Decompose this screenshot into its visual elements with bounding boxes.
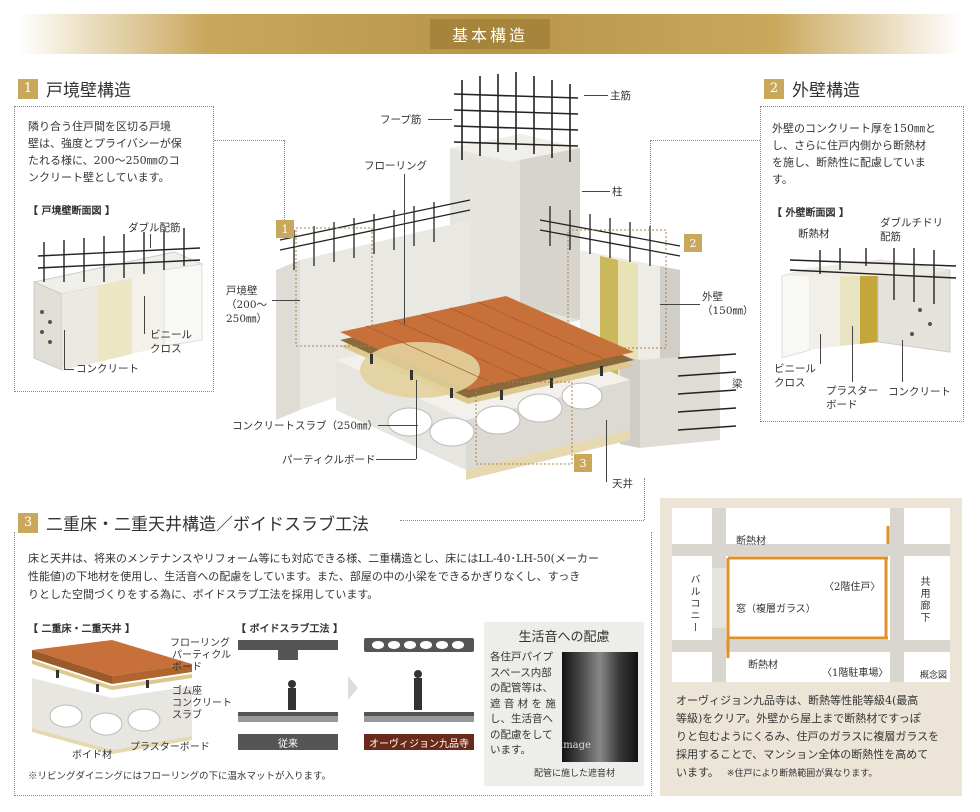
banner-title: 基本構造 — [430, 19, 550, 49]
party-wall-section-diagram — [32, 228, 204, 371]
section-3-note: ※リビングダイニングにはフローリングの下に温水マットが入ります。 — [28, 771, 332, 782]
section-2-number: 2 — [764, 78, 784, 99]
section-2-text: 外壁のコンクリート厚を150㎜とし、さらに住戸内側から断熱材 を施し、断熱性に配… — [772, 122, 936, 186]
label-particle-board: パーティクルボード — [282, 454, 376, 466]
insulation-text: オーヴィジョン九品寺は、断熱等性能等級4(最高等級)をクリア。外壁から屋上まで断… — [676, 694, 940, 779]
label-ins-1f: 〈1階駐車場〉 — [822, 668, 889, 679]
double-floor-diagram — [32, 640, 192, 754]
insulation-note: ※住戸により断熱範囲が異なります。 — [726, 769, 878, 779]
connector-1-v — [284, 140, 285, 220]
label-ins-balcony: バルコニー — [688, 574, 699, 634]
label-ins-concept: 概念図 — [920, 671, 948, 681]
connector-2-v — [650, 140, 651, 234]
section-3-text: 床と天井は、将来のメンテナンスやリフォーム等にも対応できる様、二重構造とし、床に… — [28, 552, 599, 601]
sound-title: 生活音への配慮 — [518, 630, 610, 645]
label-hoop-rebar: フープ筋 — [380, 114, 422, 126]
section-3-header: 3 二重床・二重天井構造／ボイドスラブ工法 — [18, 510, 369, 535]
section-3-box — [14, 532, 652, 796]
section-2-box — [760, 106, 964, 422]
label-plaster-board: プラスターボード — [826, 385, 879, 411]
label-flooring: フローリング — [364, 160, 427, 172]
label-ovision: オーヴィジョン九品寺 — [364, 734, 474, 750]
label-df-concrete-slab: コンクリートスラブ — [172, 698, 232, 721]
label-double-rebar: ダブル配筋 — [128, 222, 181, 234]
label-ins-window: 窓（複層ガラス） — [736, 604, 816, 615]
label-concrete-2: コンクリート — [888, 386, 951, 398]
label-beam: 梁 — [732, 378, 743, 390]
label-ceiling: 天井 — [612, 478, 633, 490]
connector-1 — [214, 140, 284, 141]
section-1-box — [14, 106, 214, 392]
tag-1: 1 — [276, 220, 294, 238]
section-1-number: 1 — [18, 78, 38, 99]
connector-2 — [650, 140, 760, 141]
section-2-header: 2 外壁構造 — [764, 76, 860, 101]
sound-text: 各住戸パイプスペース内部の配管等は、 遮 音 材 を 施し、生活音への配慮をして… — [490, 651, 556, 756]
label-ins-corridor: 共用廊下 — [918, 576, 929, 624]
section-1-title: 戸境壁構造 — [46, 81, 131, 101]
label-double-staggered-rebar: ダブルチドリ配筋 — [880, 217, 943, 243]
label-vinyl-cloth-2: ビニールクロス — [774, 363, 816, 389]
label-df-flooring: フローリング — [170, 638, 230, 649]
label-column: 柱 — [612, 186, 623, 198]
void-slab-comparison — [238, 638, 474, 722]
label-vinyl-cloth: ビニールクロス — [150, 329, 192, 355]
void-slab-title: 【 ボイドスラブ工法 】 — [236, 624, 343, 635]
section-3-rule-v — [644, 478, 645, 520]
label-main-rebar: 主筋 — [610, 90, 631, 102]
exterior-wall-diagram-title: 【 外壁断面図 】 — [772, 208, 849, 219]
section-3-rule — [400, 520, 644, 521]
section-1-header: 1 戸境壁構造 — [18, 76, 131, 101]
label-concrete-slab: コンクリートスラブ（250㎜） — [232, 420, 379, 432]
section-3-title: 二重床・二重天井構造／ボイドスラブ工法 — [46, 515, 369, 535]
label-df-rubber: ゴム座 — [172, 686, 202, 697]
title-banner: 基本構造 — [18, 14, 962, 54]
tag-2: 2 — [684, 234, 702, 252]
label-ins-top: 断熱材 — [736, 536, 766, 547]
label-conventional: 従来 — [238, 734, 338, 750]
double-floor-title: 【 二重床・二重天井 】 — [28, 624, 135, 635]
party-wall-diagram-title: 【 戸境壁断面図 】 — [28, 206, 115, 217]
sound-image-label: image — [560, 740, 591, 751]
sound-caption: 配管に施した遮音材 — [534, 769, 616, 779]
structure-illustration — [276, 72, 737, 480]
section-3-number: 3 — [18, 512, 38, 533]
insulation-concept-diagram — [672, 508, 950, 682]
label-df-plaster: プラスターボード — [130, 742, 210, 753]
label-ins-bottom: 断熱材 — [748, 660, 778, 671]
label-concrete: コンクリート — [76, 363, 139, 375]
label-insulation: 断熱材 — [798, 228, 830, 240]
label-party-wall: 戸境壁（200〜250㎜） — [226, 285, 268, 325]
label-ins-2f: 〈2階住戸〉 — [824, 582, 881, 593]
label-df-void: ボイド材 — [72, 750, 112, 761]
section-1-text: 隣り合う住戸間を区切る戸境壁は、強度とプライバシーが保 たれる様に、200〜25… — [28, 120, 182, 184]
sound-photo — [562, 652, 638, 762]
label-df-particle: パーティクルボード — [172, 650, 232, 673]
tag-3: 3 — [574, 454, 592, 472]
label-exterior-wall: 外壁（150㎜） — [702, 291, 754, 317]
exterior-wall-section-diagram — [781, 248, 957, 359]
section-2-title: 外壁構造 — [792, 81, 860, 101]
